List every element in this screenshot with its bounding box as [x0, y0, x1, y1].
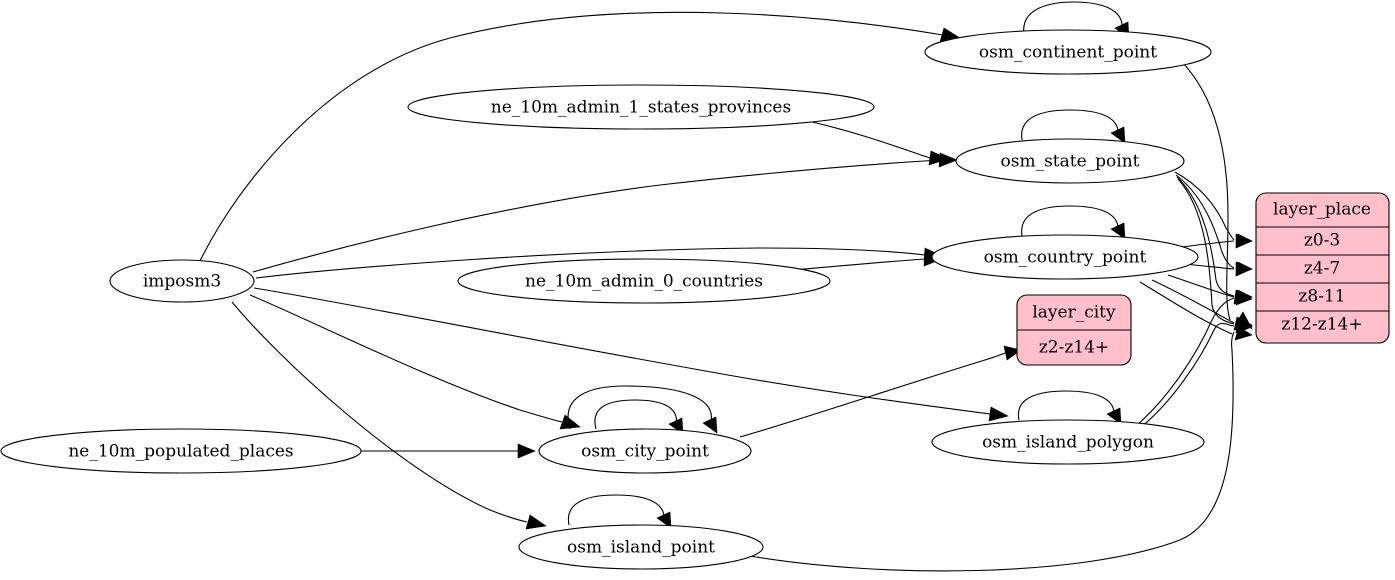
record-layer-place-row-z12-z14[interactable]: z12-z14+: [1281, 315, 1362, 335]
node-osm-continent-point-label: osm_continent_point: [979, 43, 1157, 63]
node-osm-state-point-label: osm_state_point: [1001, 152, 1140, 172]
node-ne-10m-populated-places[interactable]: ne_10m_populated_places: [0, 428, 362, 474]
record-layer-place[interactable]: layer_place z0-3 z4-7 z8-11 z12-z14+: [1255, 192, 1390, 344]
edge-osm-island-point-to-layer-place-z12: [749, 326, 1253, 572]
edge-imposm3-to-osm-island-polygon: [253, 287, 1009, 422]
node-osm-city-point[interactable]: osm_city_point: [538, 428, 752, 474]
edge-osm-island-polygon-self-loop: [1017, 390, 1122, 425]
edge-ne-places-to-osm-city-point: [361, 443, 536, 459]
node-osm-island-polygon[interactable]: osm_island_polygon: [931, 419, 1205, 465]
edge-osm-state-point-self-loop: [1021, 109, 1126, 144]
node-layer: imposm3 ne_10m_admin_1_states_provinces …: [0, 29, 1390, 570]
record-layer-place-row-z4-7[interactable]: z4-7: [1304, 259, 1340, 279]
edge-ne-states-to-osm-state-point: [811, 121, 949, 166]
edge-layer: [199, 1, 1253, 572]
node-imposm3-label: imposm3: [143, 272, 221, 292]
node-osm-state-point[interactable]: osm_state_point: [955, 138, 1185, 184]
node-ne-states-label: ne_10m_admin_1_states_provinces: [491, 98, 791, 118]
edge-osm-island-point-self-loop: [567, 494, 672, 529]
edge-osm-island-polygon-to-layer-place-z12: [1139, 319, 1253, 429]
record-layer-city-header: layer_city: [1032, 303, 1116, 323]
edge-osm-city-point-outer-self-loop: [567, 385, 718, 434]
edge-osm-country-point-to-layer-place-z0: [1181, 233, 1253, 249]
node-ne-10m-admin-0-countries[interactable]: ne_10m_admin_0_countries: [457, 258, 831, 304]
node-ne-countries-label: ne_10m_admin_0_countries: [525, 272, 763, 292]
node-osm-island-point[interactable]: osm_island_point: [518, 524, 764, 570]
edge-osm-city-point-to-layer-city: [739, 345, 1022, 438]
node-osm-city-point-label: osm_city_point: [581, 442, 709, 462]
edge-osm-country-point-to-layer-place-z12: [1151, 279, 1253, 331]
node-ne-places-label: ne_10m_populated_places: [68, 442, 293, 462]
record-layer-place-header: layer_place: [1273, 200, 1371, 220]
node-osm-island-polygon-label: osm_island_polygon: [982, 433, 1154, 453]
edge-imposm3-to-osm-island-point: [231, 301, 547, 530]
edge-osm-island-polygon-to-layer-place-z8: [1136, 291, 1253, 426]
edge-imposm3-to-osm-city-point: [249, 294, 581, 430]
edge-osm-country-point-self-loop: [1021, 205, 1126, 240]
node-imposm3[interactable]: imposm3: [109, 259, 255, 303]
node-osm-country-point[interactable]: osm_country_point: [931, 234, 1199, 280]
edge-imposm3-to-osm-state-point: [252, 152, 958, 273]
node-ne-10m-admin-1-states-provinces[interactable]: ne_10m_admin_1_states_provinces: [407, 84, 875, 130]
node-osm-country-point-label: osm_country_point: [984, 248, 1147, 268]
record-layer-place-row-z8-11[interactable]: z8-11: [1298, 287, 1345, 307]
edge-imposm3-to-osm-continent-point: [199, 11, 961, 262]
node-osm-island-point-label: osm_island_point: [567, 538, 715, 558]
record-layer-place-row-z0-3[interactable]: z0-3: [1304, 231, 1340, 251]
record-layer-city-row-z2-z14[interactable]: z2-z14+: [1039, 338, 1109, 358]
record-layer-city[interactable]: layer_city z2-z14+: [1016, 294, 1132, 366]
edge-osm-country-point-extra-connector: [1139, 281, 1233, 335]
node-osm-continent-point[interactable]: osm_continent_point: [924, 29, 1212, 75]
